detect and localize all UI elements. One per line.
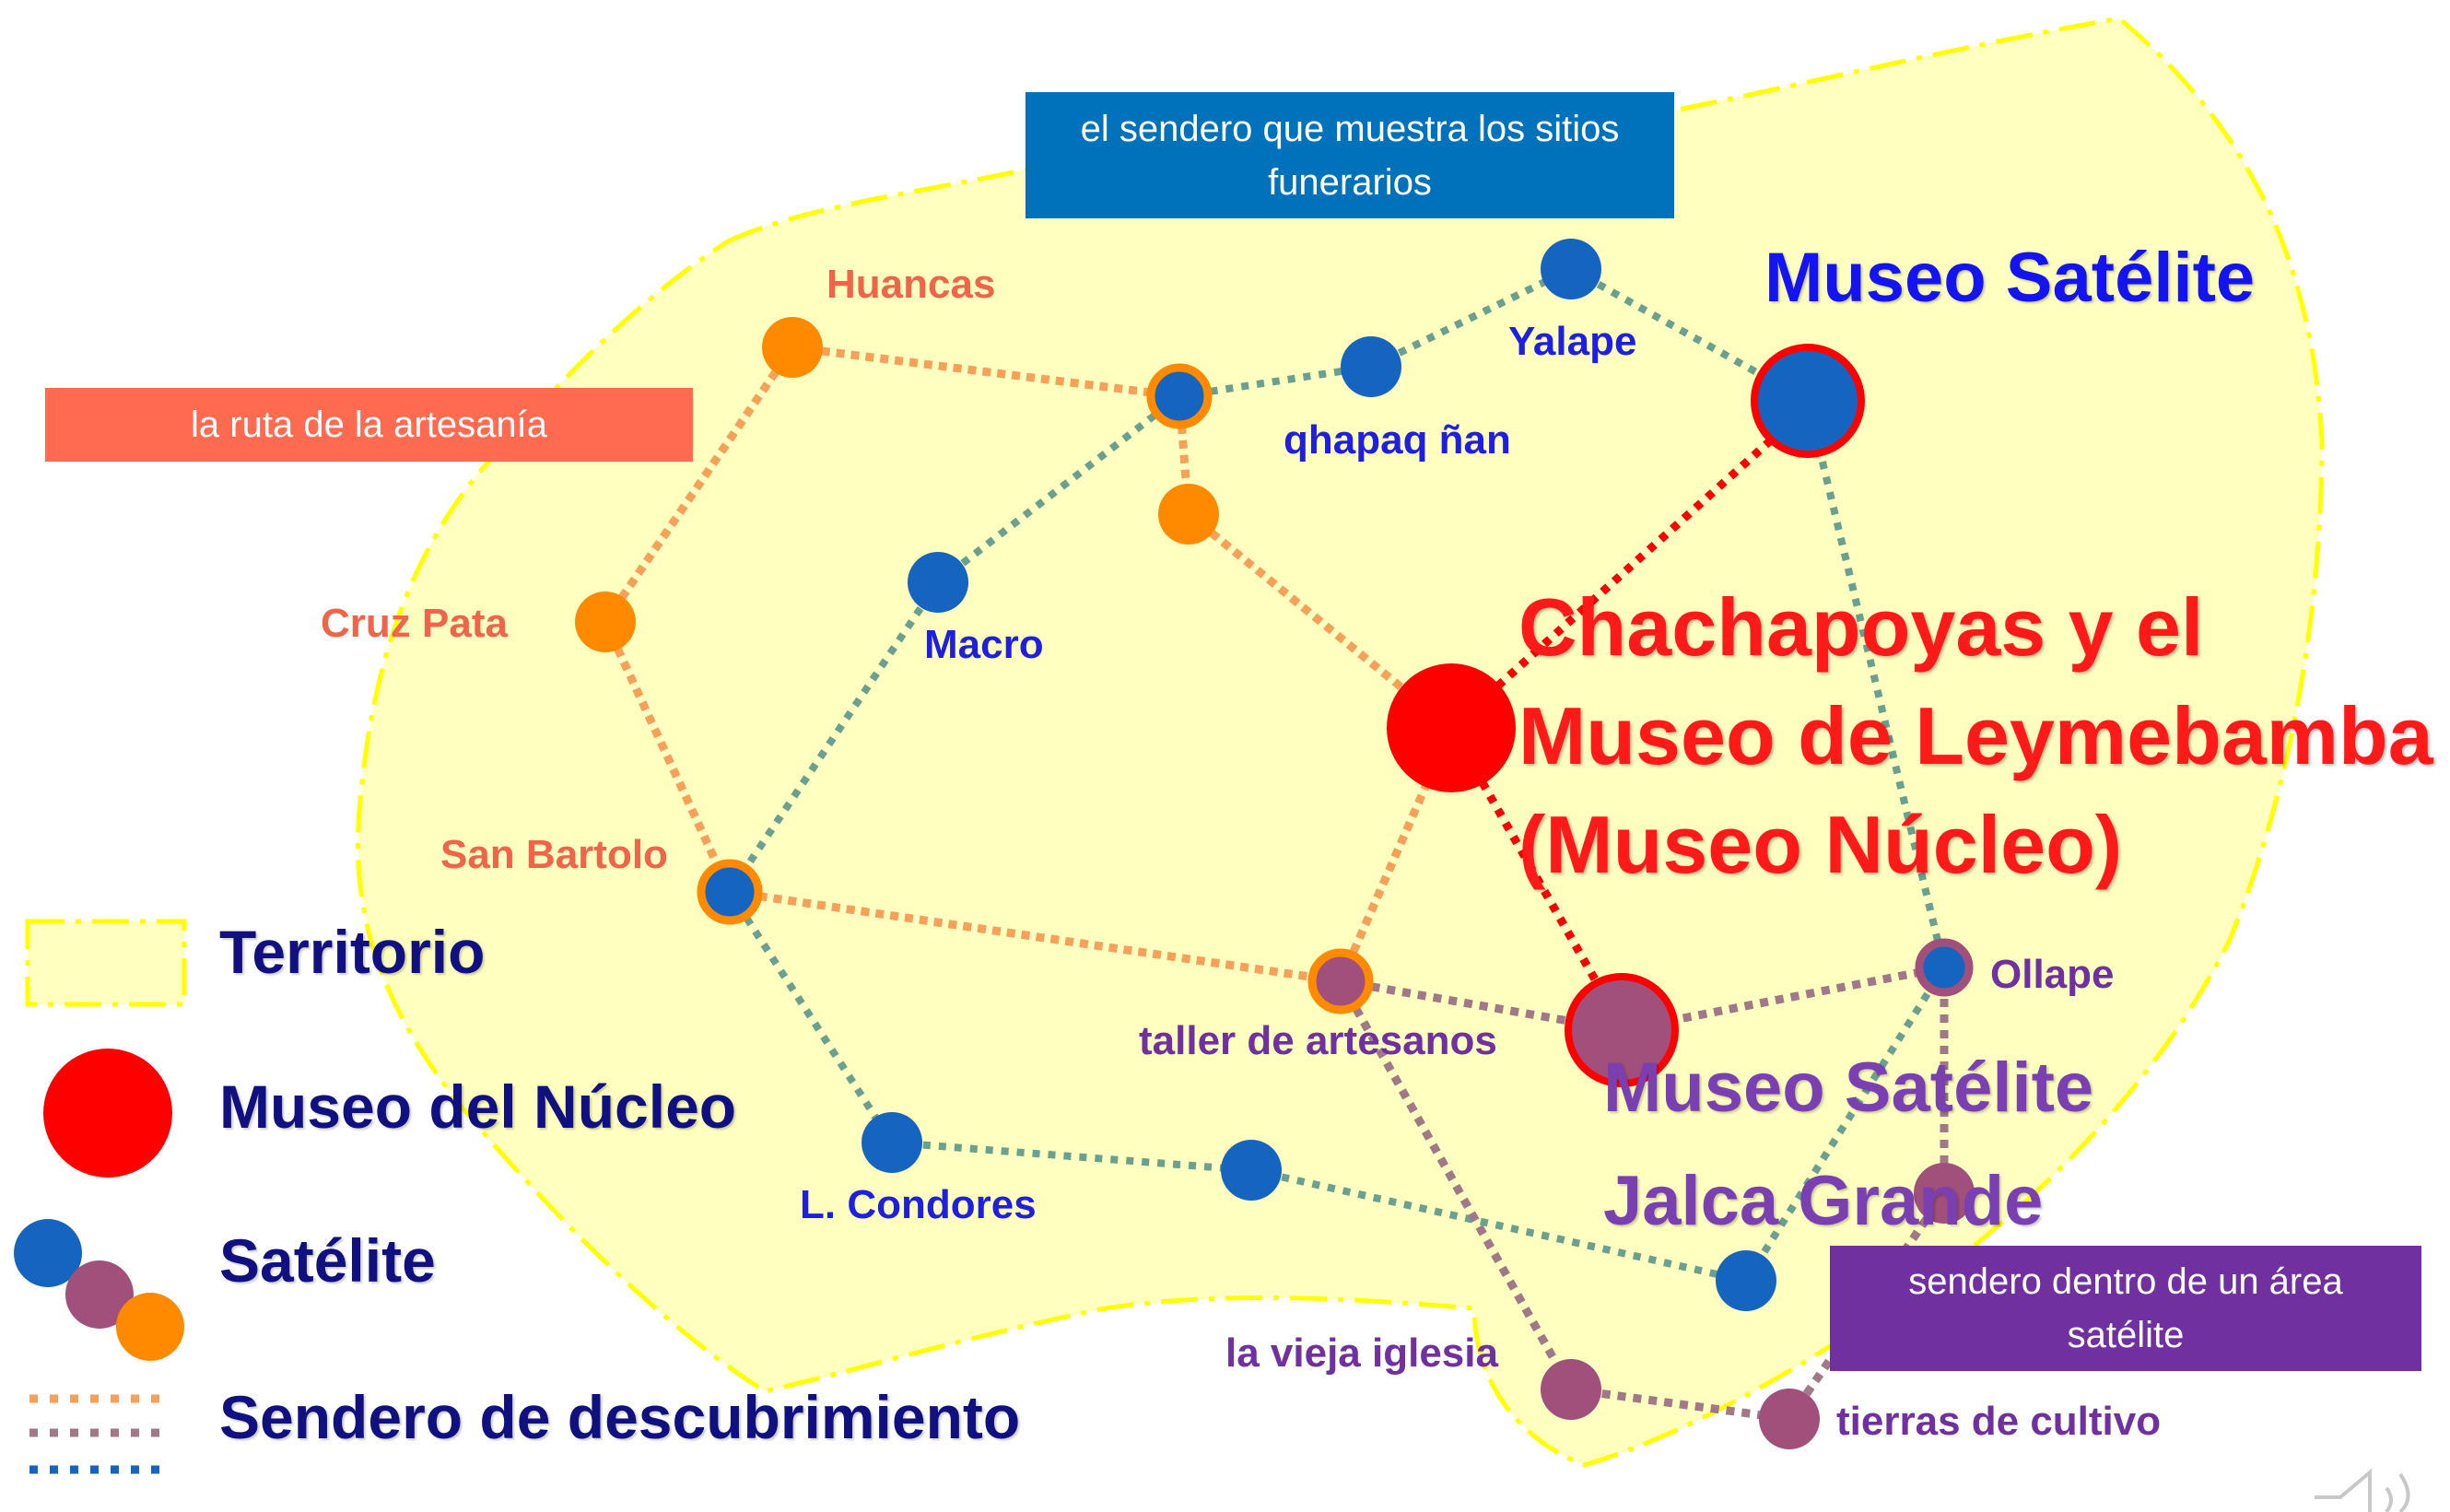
path-segment [726, 889, 896, 1145]
legend-nucleus-swatch [43, 1049, 172, 1178]
node-taller [1307, 948, 1374, 1014]
speaker-icon[interactable] [2315, 1468, 2410, 1512]
node-ollape [1915, 938, 1974, 997]
legend-satellite-orange [116, 1293, 184, 1361]
label-san-bartolo: San Bartolo [440, 832, 668, 877]
legend-graphics [14, 919, 187, 1474]
legend-satellite-blue [14, 1219, 82, 1287]
node-mauve-east [1914, 1163, 1975, 1224]
node-museo-satelite-north [1751, 344, 1865, 458]
funerary-path-label: el sendero que muestra los sitios funera… [1080, 108, 1620, 203]
label-qhapaq-nan: qhapaq ñan [1284, 417, 1511, 463]
label-tierras: tierras de cultivo [1836, 1399, 2162, 1444]
node-macro [908, 552, 968, 613]
path-segment [891, 1139, 1252, 1174]
path-segment [1250, 1166, 1747, 1284]
node-museo-nucleo [1387, 663, 1516, 792]
path-segment [1448, 434, 1777, 732]
path-segment [1570, 1385, 1790, 1424]
craft-route-label: la ruta de la artesanía [191, 404, 547, 445]
node-san-bartolo [697, 859, 763, 925]
label-vieja-iglesia: la vieja iglesia [1225, 1330, 1498, 1376]
label-museo-satelite-jalca-line2: Jalca Grande [1603, 1162, 2044, 1240]
path-segment [1804, 400, 1948, 968]
node-tierras [1759, 1389, 1820, 1449]
label-taller: taller de artesanos [1139, 1018, 1497, 1063]
path-segment [602, 345, 796, 625]
path-segment [935, 393, 1182, 586]
path-segment [1369, 265, 1573, 370]
funerary-path-box: el sendero que muestra los sitios funera… [1026, 92, 1674, 218]
label-nucleo-line2: Museo de Leymebamba [1518, 690, 2433, 781]
node-blue-south [1221, 1140, 1282, 1201]
legend-satellite-label: Satélite [219, 1226, 436, 1295]
node-huancas [762, 317, 823, 378]
path-segment [601, 620, 734, 894]
label-nucleo-line1: Chachapoyas y el [1518, 581, 2204, 673]
path-segment [791, 343, 1180, 401]
label-cruz-pata: Cruz Pata [321, 601, 508, 646]
node-yalape [1541, 239, 1601, 299]
node-junction-north [1146, 363, 1213, 429]
node-museo-satelite-jalca [1565, 973, 1679, 1087]
legend-path-label: Sendero de descubrimiento [219, 1383, 1021, 1451]
label-nucleo-line3: (Museo Núcleo) [1518, 799, 2123, 890]
label-ollape: Ollape [1990, 952, 2115, 997]
legend-satellite-purple [65, 1260, 134, 1329]
label-huancas: Huancas [826, 262, 996, 307]
site-nodes [575, 239, 1975, 1449]
label-museo-satelite-jalca-line1: Museo Satélite [1603, 1049, 2094, 1127]
satellite-area-path-label: sendero dentro de un área satélite [1908, 1261, 2343, 1355]
node-l-condores [862, 1112, 922, 1173]
legend-nucleus-label: Museo del Núcleo [219, 1072, 737, 1141]
node-blue-southeast [1716, 1250, 1776, 1311]
node-qhapaq-nan [1341, 336, 1401, 397]
node-orange-junction [1158, 484, 1219, 545]
node-vieja-iglesia [1541, 1359, 1601, 1420]
label-l-condores: L. Condores [800, 1182, 1037, 1227]
craft-route-box: la ruta de la artesanía [45, 388, 693, 462]
label-macro: Macro [924, 622, 1044, 667]
satellite-area-path-box: sendero dentro de un área satélite [1830, 1246, 2421, 1371]
label-yalape: Yalape [1508, 319, 1637, 364]
legend-territory-swatch [25, 919, 187, 1007]
label-museo-satelite-north: Museo Satélite [1764, 239, 2256, 317]
node-cruz-pata [575, 592, 636, 652]
legend-territory-label: Territorio [219, 918, 486, 986]
